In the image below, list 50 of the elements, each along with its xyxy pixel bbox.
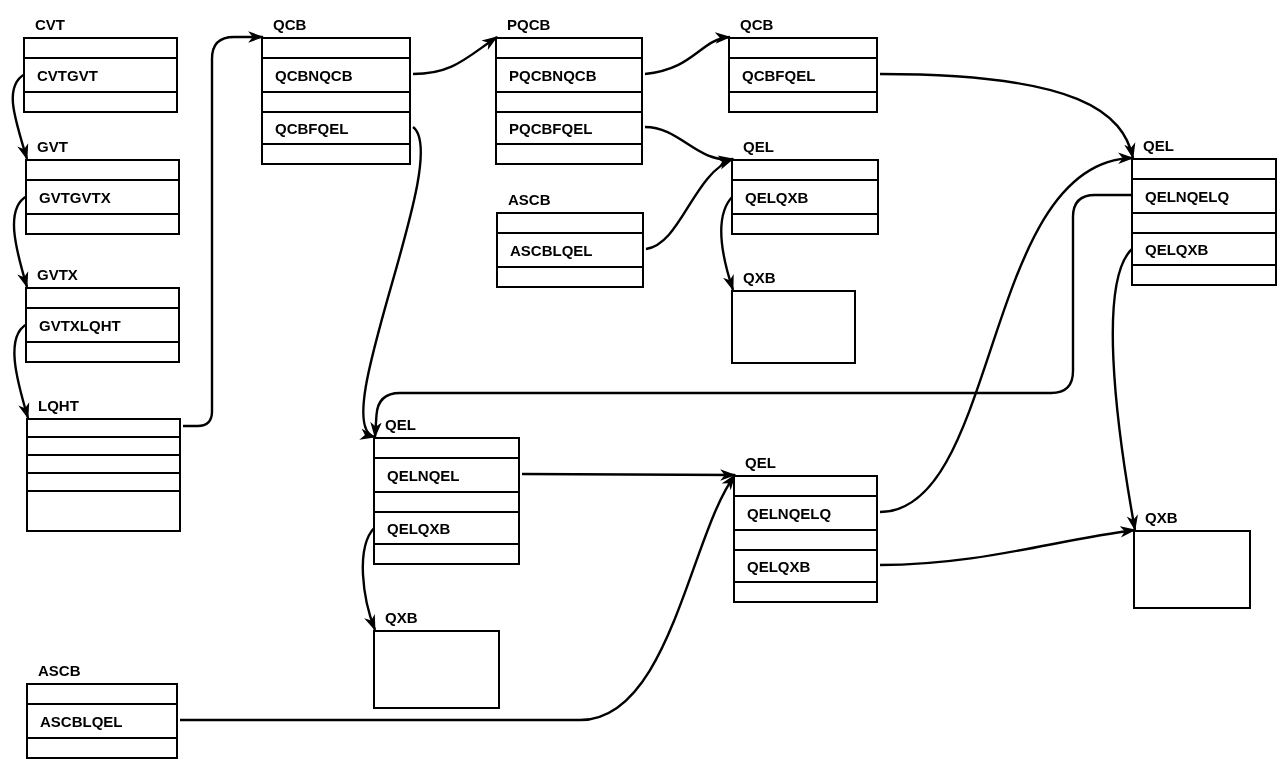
block-title: QXB xyxy=(1145,508,1178,528)
field-row: ASCBLQEL xyxy=(28,703,176,737)
block-title: QXB xyxy=(743,268,776,288)
field-row: ASCBLQEL xyxy=(498,232,642,266)
arrow xyxy=(879,155,1135,514)
arrow xyxy=(720,195,735,292)
field-row: GVTGVTX xyxy=(27,179,178,213)
field-row: CVTGVT xyxy=(25,57,176,91)
block-title: GVTX xyxy=(37,265,78,285)
field-row: QELQXB xyxy=(1133,232,1275,264)
arrow xyxy=(412,36,498,76)
arrow xyxy=(370,193,1133,439)
block-title: ASCB xyxy=(38,661,81,681)
arrow xyxy=(644,33,732,76)
field-row: GVTXLQHT xyxy=(27,307,178,341)
field-row: QELNQELQ xyxy=(1133,178,1275,212)
block-title: LQHT xyxy=(38,396,79,416)
arrow xyxy=(522,469,737,481)
arrow xyxy=(11,73,29,161)
arrow xyxy=(645,157,734,251)
field-row: PQCBNQCB xyxy=(497,57,641,91)
arrow xyxy=(180,474,736,722)
field-row: QELNQELQ xyxy=(735,495,876,529)
block-title: ASCB xyxy=(508,190,551,210)
arrow xyxy=(361,526,377,632)
field-row: QCBNQCB xyxy=(263,57,409,91)
field-row: QELNQEL xyxy=(375,457,518,491)
block-title: PQCB xyxy=(507,15,551,35)
block-title: QCB xyxy=(740,15,774,35)
block-title: QEL xyxy=(745,453,776,473)
field-row: QCBFQEL xyxy=(730,57,876,91)
block-title: QEL xyxy=(1143,136,1174,156)
block-title: GVT xyxy=(37,137,68,157)
arrow xyxy=(1111,247,1139,532)
arrow xyxy=(183,31,265,428)
field-row: QCBFQEL xyxy=(263,111,409,143)
arrow xyxy=(359,126,422,438)
arrow xyxy=(13,323,30,420)
arrow xyxy=(879,526,1137,567)
block-title: QEL xyxy=(385,415,416,435)
field-row: QELQXB xyxy=(733,179,877,213)
arrow xyxy=(12,195,29,289)
field-row: PQCBFQEL xyxy=(497,111,641,143)
field-row: QELQXB xyxy=(375,511,518,543)
field-row: QELQXB xyxy=(735,549,876,581)
arrow xyxy=(880,72,1135,160)
block-title: QCB xyxy=(273,15,307,35)
block-title: QEL xyxy=(743,137,774,157)
block-title: QXB xyxy=(385,608,418,628)
block-title: CVT xyxy=(35,15,65,35)
